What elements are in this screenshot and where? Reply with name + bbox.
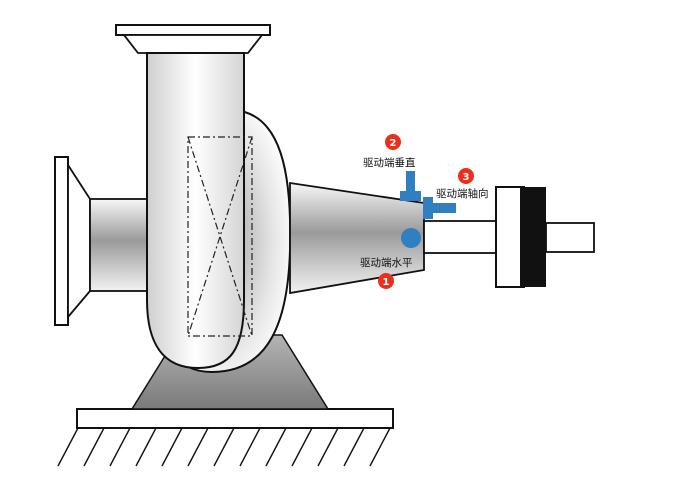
coupling-dark-half [520,187,546,287]
suction-flange [54,156,69,326]
sensor-axial [423,197,456,219]
sensor-horizontal [401,228,421,248]
discharge-pipe [146,52,245,370]
impeller-outline [187,136,253,337]
label-horizontal: 驱动端水平 [360,256,413,269]
motor-shaft [545,222,595,253]
discharge-flange [115,24,271,36]
label-vertical: 驱动端垂直 [363,156,416,169]
point-number-1: 1 [383,277,390,288]
point-number-2: 2 [390,138,397,149]
point-number-3: 3 [463,172,470,183]
label-axial: 驱动端轴向 [436,187,489,200]
bearing-housing [289,181,425,295]
suction-flange-neck [67,161,91,320]
point-badge-1: 1 [378,273,394,289]
pump-shaft [423,220,497,254]
ground-hatching [57,427,391,467]
coupling [495,186,546,288]
base-plate [76,408,394,429]
point-badge-3: 3 [458,168,474,184]
point-badge-2: 2 [385,134,401,150]
discharge-flange-neck [122,34,264,54]
sensor-vertical [400,171,421,201]
